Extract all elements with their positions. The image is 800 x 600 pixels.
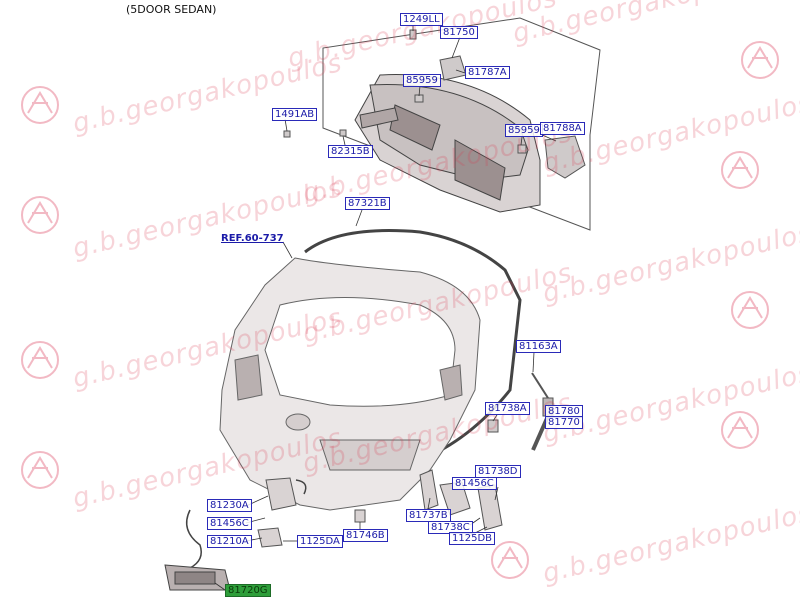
weatherstrip <box>304 229 522 472</box>
watermark-logo <box>721 151 759 189</box>
callout-81163A[interactable]: 81163A <box>516 340 561 353</box>
wiring-and-switch <box>185 479 307 569</box>
callout-1125DB[interactable]: 1125DB <box>449 532 496 545</box>
callout-81746B[interactable]: 81746B <box>343 529 388 542</box>
callout-81456C-right[interactable]: 81456C <box>452 477 497 490</box>
callout-87321B[interactable]: 87321B <box>345 197 390 210</box>
callout-1125DA[interactable]: 1125DA <box>297 535 343 548</box>
watermark-logo <box>21 341 59 379</box>
callout-81230A[interactable]: 81230A <box>207 499 252 512</box>
watermark-logo <box>741 41 779 79</box>
watermark-logo <box>491 541 529 579</box>
callout-81738A[interactable]: 81738A <box>485 402 530 415</box>
callout-81456C-left[interactable]: 81456C <box>207 517 252 530</box>
callout-81720G[interactable]: 81720G <box>225 584 271 597</box>
callout-81210A[interactable]: 81210A <box>207 535 252 548</box>
watermark-logo <box>21 86 59 124</box>
watermark-logo <box>731 291 769 329</box>
license-switch <box>164 564 231 591</box>
diagram-title: (5DOOR SEDAN) <box>126 3 217 16</box>
watermark-logo <box>21 196 59 234</box>
reference-link[interactable]: REF.60-737 <box>221 233 284 244</box>
callout-81750[interactable]: 81750 <box>440 26 478 39</box>
callout-82315B[interactable]: 82315B <box>328 145 373 158</box>
callout-81788A[interactable]: 81788A <box>540 122 585 135</box>
trim-clips <box>283 29 586 179</box>
callout-81770[interactable]: 81770 <box>545 416 583 429</box>
watermark-logo <box>721 411 759 449</box>
callout-81787A[interactable]: 81787A <box>465 66 510 79</box>
trim-panel-box <box>322 17 601 231</box>
callout-1491AB[interactable]: 1491AB <box>272 108 318 121</box>
tailgate <box>219 257 481 511</box>
callout-1249LL[interactable]: 1249LL <box>400 13 443 26</box>
callout-85959-lower[interactable]: 85959 <box>505 124 543 137</box>
callout-81738D[interactable]: 81738D <box>475 465 521 478</box>
trim-panel <box>354 74 541 213</box>
watermark-logo <box>21 451 59 489</box>
callout-85959-upper[interactable]: 85959 <box>403 74 441 87</box>
